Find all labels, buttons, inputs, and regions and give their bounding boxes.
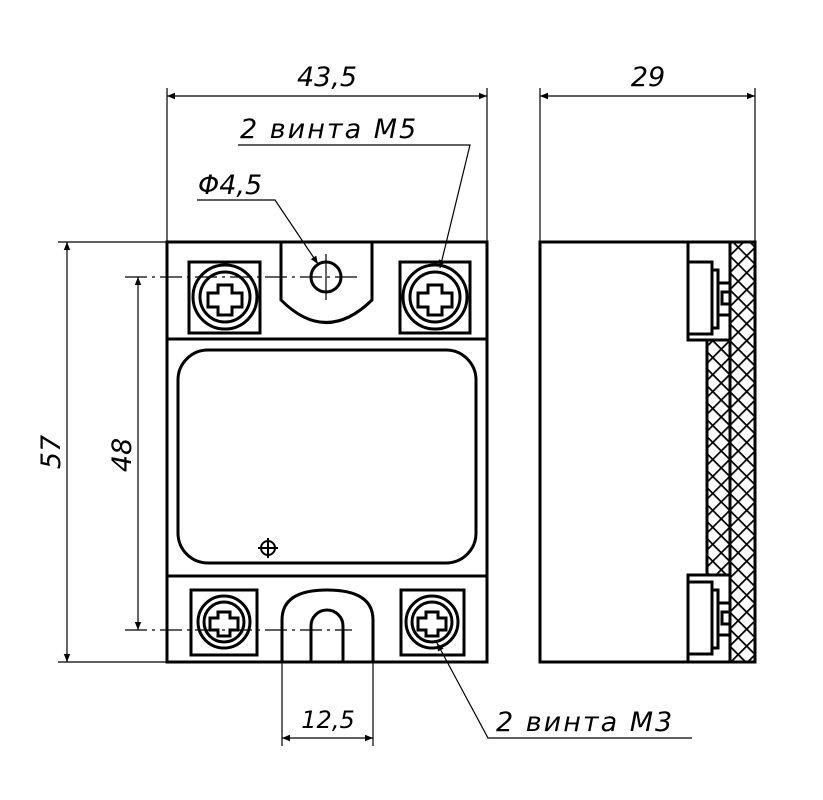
cover-window — [176, 348, 478, 565]
dim-mount-spacing: 48 — [107, 438, 138, 472]
callout-bottom-screws: 2 винта М3 — [496, 707, 674, 738]
dim-hole-diameter: Φ4,5 — [198, 170, 262, 201]
side-terminal-bottom — [686, 573, 732, 664]
dim-slot-width: 12,5 — [301, 706, 354, 734]
side-view — [538, 240, 757, 664]
screw-m3-left — [189, 588, 259, 657]
screw-m5-right — [398, 260, 472, 335]
screw-m3-right — [399, 588, 466, 657]
dim-height: 57 — [36, 435, 67, 469]
side-body-outline — [538, 240, 757, 664]
front-view — [125, 240, 489, 664]
body-outline — [165, 240, 489, 664]
dimension-lines — [58, 88, 756, 746]
callout-top-screws: 2 винта М5 — [240, 114, 418, 145]
screw-m5-left — [187, 260, 262, 335]
dim-depth: 29 — [631, 62, 665, 93]
side-terminal-top — [686, 240, 732, 342]
dim-width: 43,5 — [297, 62, 357, 93]
bottom-mounting-slot — [280, 588, 375, 662]
ground-symbol-icon — [258, 538, 278, 558]
top-mounting-slot — [279, 242, 374, 324]
